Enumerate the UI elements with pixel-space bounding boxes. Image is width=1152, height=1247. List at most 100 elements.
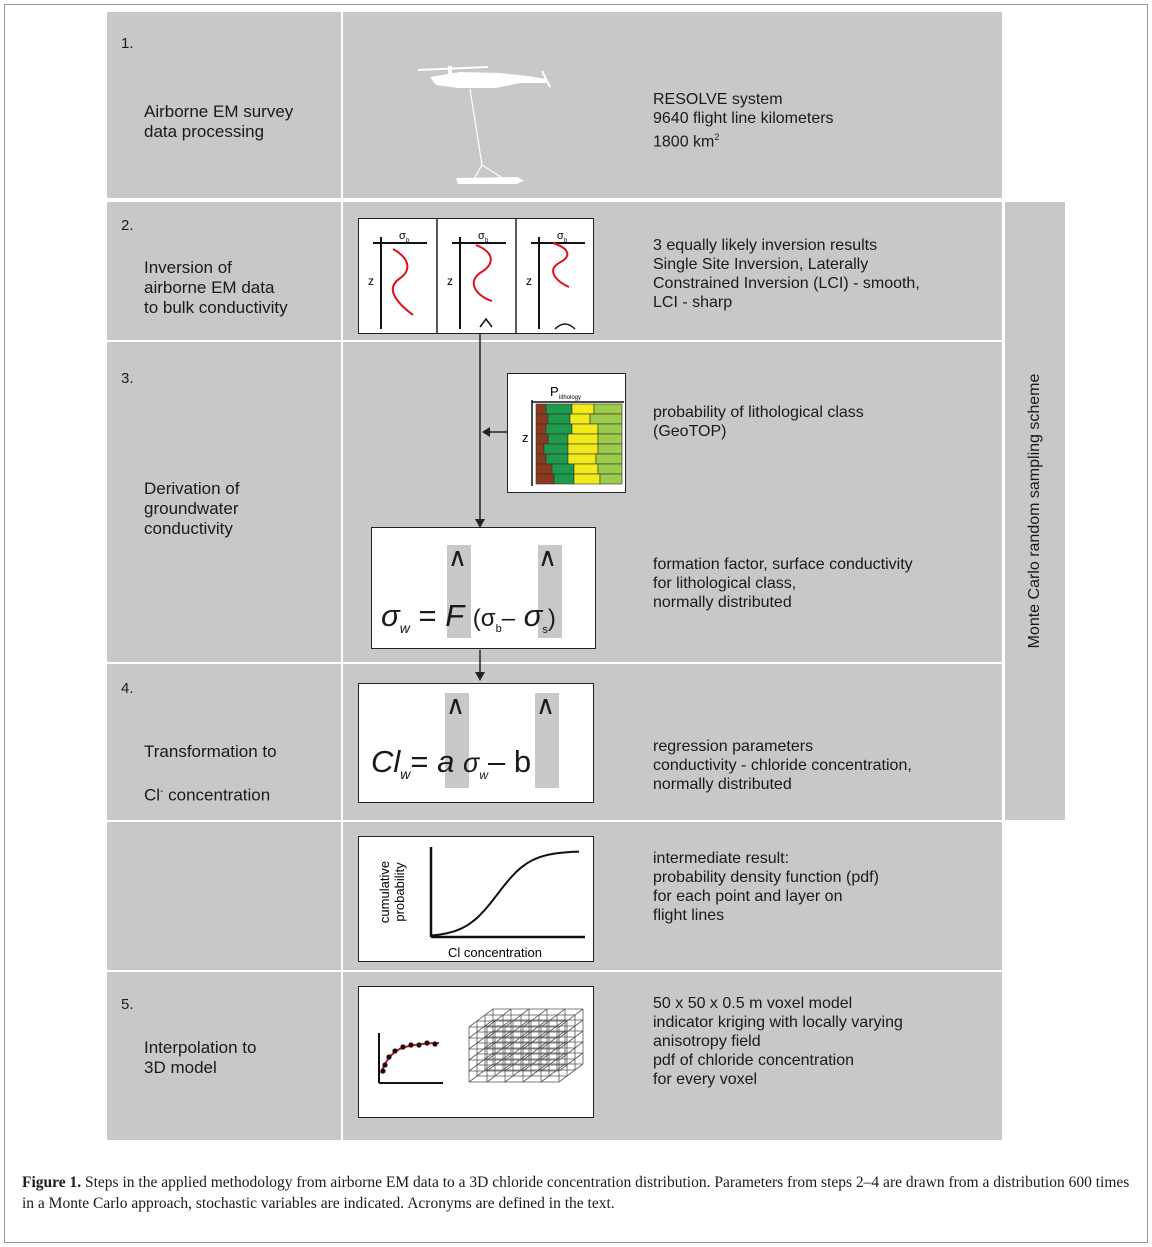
step-1-band [107, 12, 1002, 198]
step-2-number: 2. [121, 217, 134, 234]
sigma-s: σ [523, 598, 543, 633]
formula-sigma-box: ∧ ∧ σw = F (σb– σs) [371, 527, 596, 649]
lithology-segment [597, 463, 623, 475]
step-3-number: 3. [121, 370, 134, 387]
desc-line: RESOLVE system [653, 91, 783, 108]
sigma-b-sub: b [485, 238, 489, 244]
formula-cl: Clw= a σw– b [371, 744, 532, 783]
step-4-number: 4. [121, 680, 134, 697]
step-4-title: Transformation to Cl- concentration [144, 722, 277, 806]
sigma-w: σ [381, 598, 400, 633]
sigma-b-sub: b [564, 238, 568, 244]
sigma-b-label: σ [557, 230, 564, 242]
lithology-segment [551, 463, 575, 475]
figure-frame [4, 4, 1148, 1243]
lithology-segment [535, 423, 547, 435]
hat-icon: ∧ [538, 542, 558, 572]
area-sup: 2 [714, 132, 720, 142]
sigma-b-label: σ [478, 230, 485, 242]
sigma-b-label: σ [399, 230, 406, 242]
arrow-head-icon [475, 519, 485, 528]
desc-line: probability density function (pdf) [653, 869, 879, 886]
lithology-segment [573, 473, 601, 485]
step-4-title-sup: - [160, 786, 164, 797]
z-label: z [522, 430, 529, 445]
step-1-title: Airborne EM survey data processing [144, 102, 294, 141]
lithology-segment [545, 453, 569, 465]
lithology-segment [595, 453, 623, 465]
param-b: b [513, 744, 532, 779]
equals: = [418, 598, 437, 633]
cl-w: Cl [371, 744, 401, 779]
paren-sigma-b: (σb– [472, 605, 516, 635]
lithology-segment [547, 433, 569, 445]
lithology-segment [589, 413, 623, 425]
desc-line: pdf of chloride concentration [653, 1052, 855, 1069]
intermediate-description: intermediate result: probability density… [653, 849, 879, 925]
lithology-segment [597, 423, 623, 435]
lithology-segment [571, 403, 595, 415]
desc-line: flight lines [653, 907, 725, 924]
step-3-title: Derivation of groundwater conductivity [144, 479, 240, 538]
lithology-segment [599, 473, 623, 485]
step-4-title-cl: Cl [144, 785, 161, 805]
step-3-description-a: probability of lithological class (GeoTO… [653, 403, 864, 441]
desc-line: normally distributed [653, 776, 792, 793]
step-1-number: 1. [121, 35, 134, 52]
hat-highlight [447, 545, 471, 638]
monte-carlo-band [1005, 202, 1065, 820]
desc-line: for each point and layer on [653, 888, 843, 905]
step-4-title-rest: concentration [163, 785, 271, 805]
step-2-description: 3 equally likely inversion results Singl… [653, 236, 920, 312]
lithology-segment [597, 433, 623, 445]
hat-highlight [538, 545, 562, 638]
conductivity-curve [392, 248, 414, 316]
lithology-segment [535, 473, 555, 485]
lithology-segment [535, 413, 549, 425]
variogram-point [416, 1042, 422, 1048]
lithology-segment [535, 463, 553, 475]
desc-line: Single Site Inversion, Laterally [653, 256, 869, 273]
z-label: z [368, 274, 374, 288]
conductivity-curve [472, 244, 493, 302]
p-label: P [550, 384, 559, 399]
step-4-description: regression parameters conductivity - chl… [653, 737, 912, 794]
desc-line: for every voxel [653, 1071, 758, 1088]
arrow-head-icon [475, 672, 485, 681]
desc-line: (GeoTOP) [653, 423, 727, 440]
arrow-left-icon [482, 427, 490, 437]
desc-line: intermediate result: [653, 850, 790, 867]
lithology-segment [567, 433, 599, 445]
lithology-probability-panel: P lithology z [507, 373, 626, 493]
variogram-point [424, 1040, 430, 1046]
variogram-point [392, 1048, 398, 1054]
column-divider [341, 12, 343, 1140]
step-4-title-main: Transformation to [144, 742, 277, 761]
variogram-point [382, 1062, 388, 1068]
variogram-point [408, 1042, 414, 1048]
cdf-curve [430, 850, 580, 937]
figure-caption: Figure 1. Steps in the applied methodolo… [22, 1172, 1132, 1214]
hat-icon: ∧ [448, 542, 468, 572]
voxel-model-panel [358, 986, 594, 1118]
variogram-point [386, 1054, 392, 1060]
sigma-b-sub: b [406, 238, 410, 244]
desc-line: anisotropy field [653, 1033, 761, 1050]
desc-line: normally distributed [653, 594, 792, 611]
caption-text: Steps in the applied methodology from ai… [22, 1174, 1130, 1212]
desc-line: indicator kriging with locally varying [653, 1014, 903, 1031]
desc-line: 3 equally likely inversion results [653, 237, 878, 254]
helicopter-icon [417, 66, 551, 184]
z-label: z [447, 274, 453, 288]
desc-line: Constrained Inversion (LCI) - smooth, [653, 275, 920, 292]
hat-icon: ∧ [446, 690, 466, 720]
desc-line: LCI - sharp [653, 294, 733, 311]
cdf-panel: cumulative probability Cl concentration [358, 836, 594, 962]
desc-line: 9640 flight line kilometers [653, 110, 834, 127]
cdf-ylabel-1: cumulative [377, 861, 392, 923]
lithology-segment [553, 473, 575, 485]
p-sub: lithology [559, 395, 581, 401]
